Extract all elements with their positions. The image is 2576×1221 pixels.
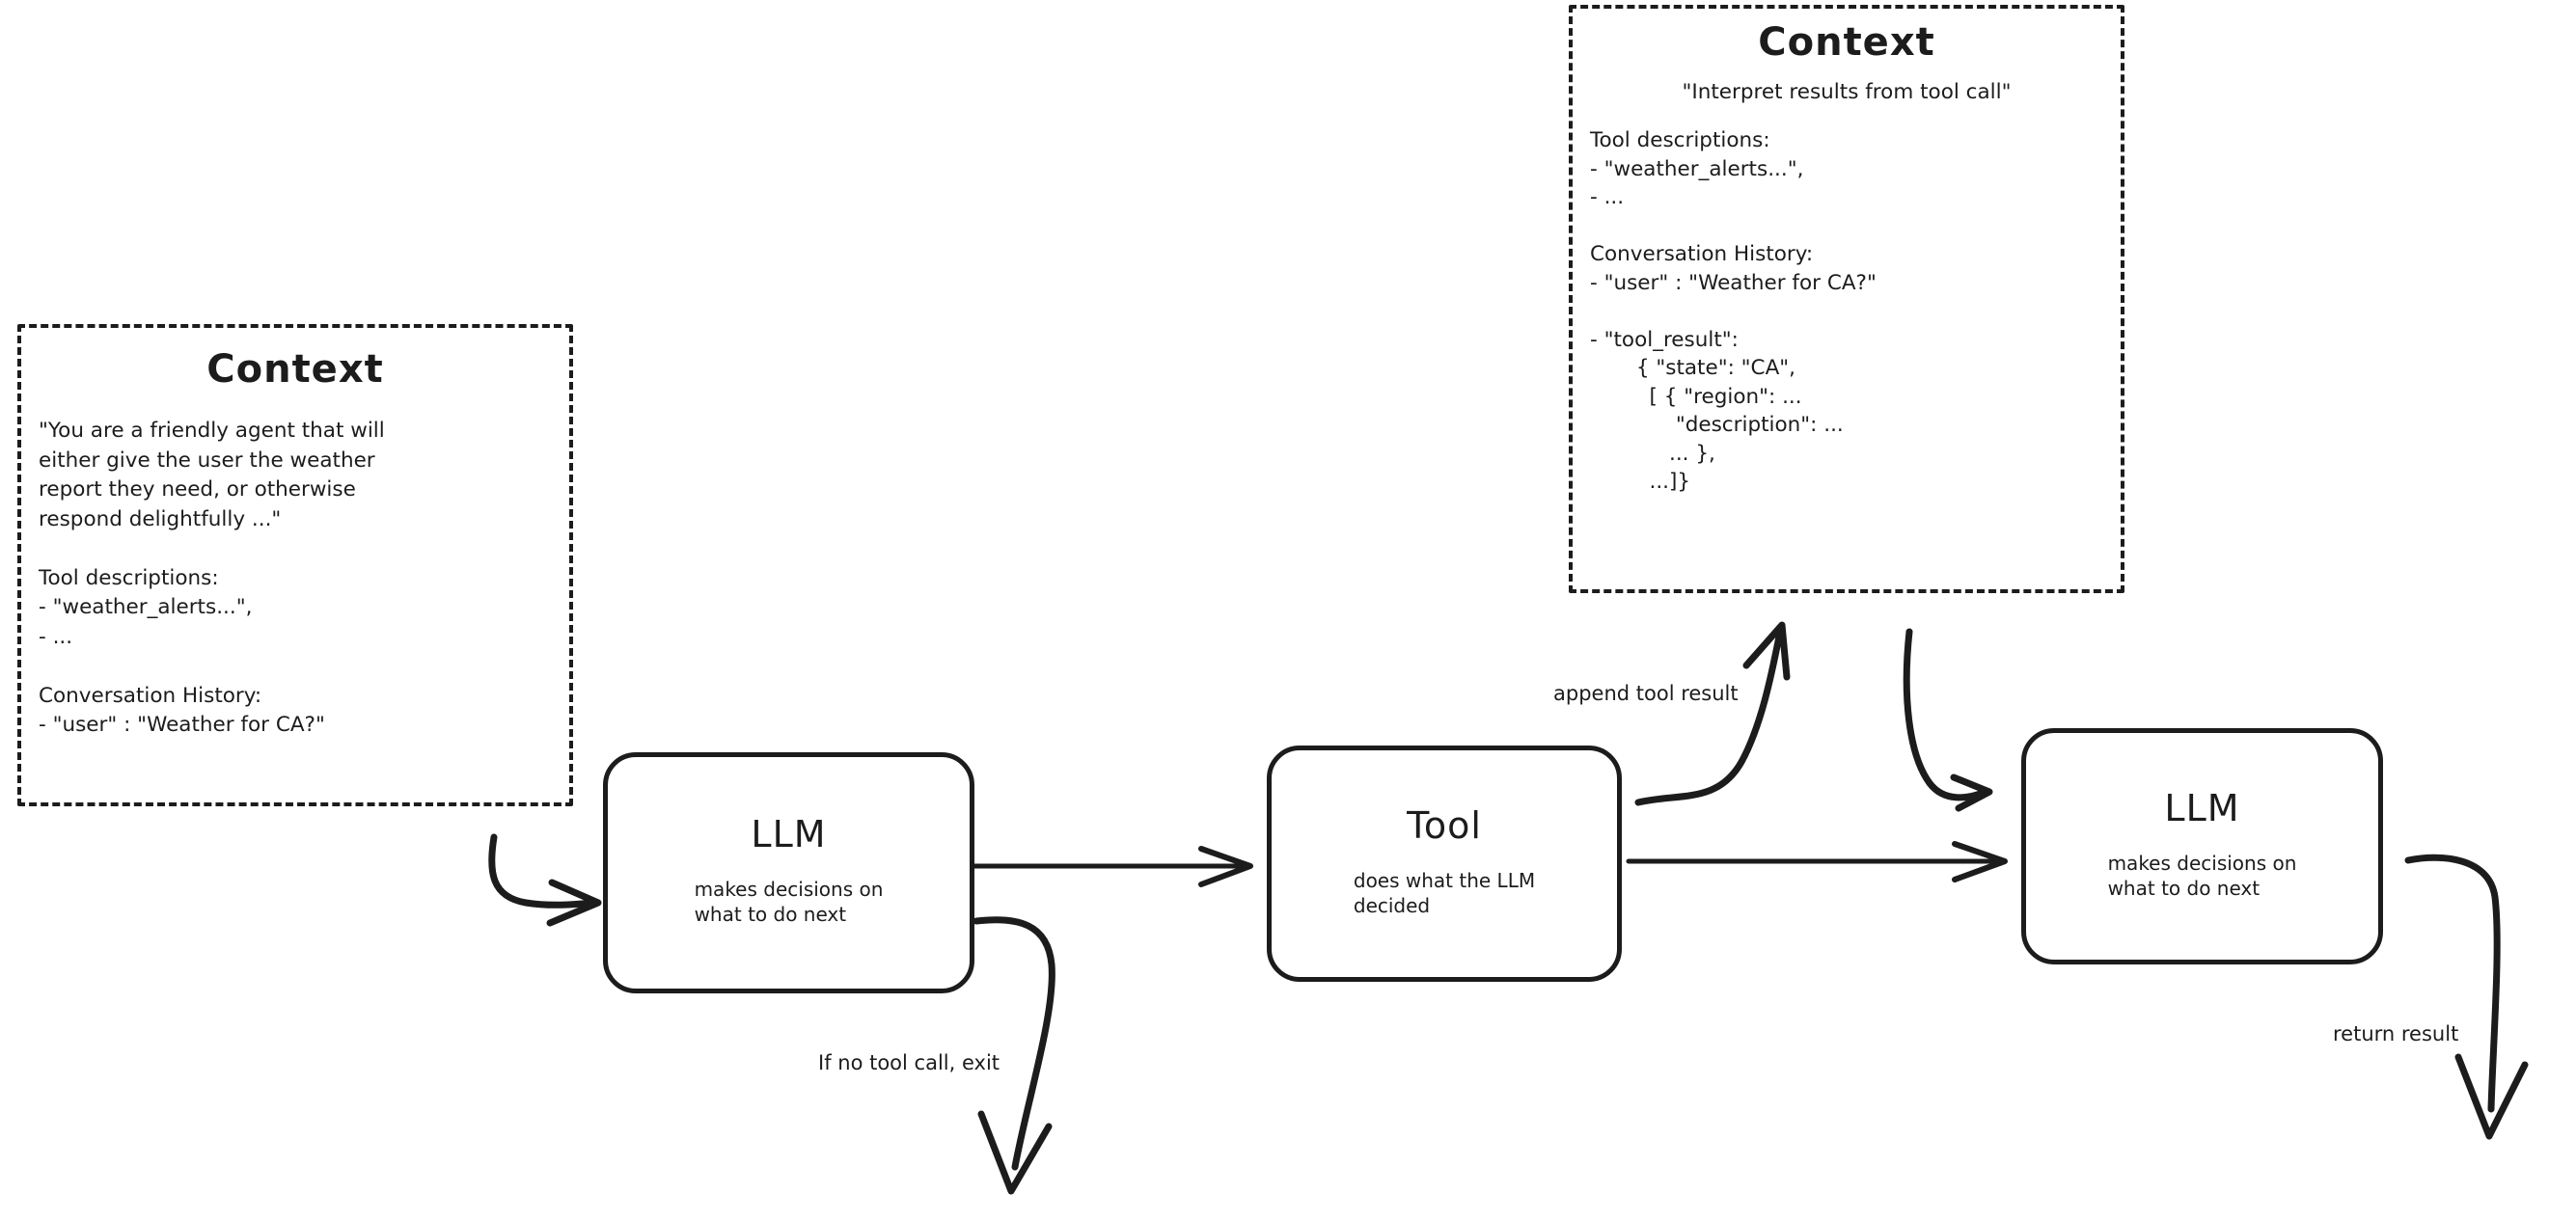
edge-llm1-to-tool	[968, 846, 1253, 887]
node-tool[interactable]: Tool does what the LLM decided	[1267, 746, 1622, 982]
edge-label-return-result: return result	[2333, 1022, 2459, 1045]
context-box-initial: Context "You are a friendly agent that w…	[17, 324, 573, 806]
node-llm-first[interactable]: LLM makes decisions on what to do next	[603, 752, 974, 993]
edge-label-if-no-tool-call-exit: If no tool call, exit	[818, 1051, 1000, 1074]
edge-label-append-tool-result: append tool result	[1553, 682, 1739, 705]
node-llm-second[interactable]: LLM makes decisions on what to do next	[2021, 728, 2383, 964]
node-tool-title: Tool	[1407, 803, 1482, 847]
context-right-subtitle: "Interpret results from tool call"	[1682, 80, 2012, 104]
edge-llm2-return	[2404, 854, 2529, 1140]
context-left-body: "You are a friendly agent that will eith…	[39, 419, 385, 737]
node-tool-subtitle: does what the LLM decided	[1353, 868, 1536, 917]
edge-tool-to-llm2	[1626, 841, 2008, 882]
context-right-body: Tool descriptions: - "weather_alerts..."…	[1590, 128, 1877, 494]
edge-tool-to-context	[1634, 621, 1791, 806]
node-llm-second-title: LLM	[2164, 786, 2240, 829]
node-llm-second-subtitle: makes decisions on what to do next	[2107, 851, 2297, 900]
context-right-title: Context	[1758, 20, 1935, 65]
context-box-after-tool: Context "Interpret results from tool cal…	[1569, 5, 2124, 593]
node-llm-first-subtitle: makes decisions on what to do next	[694, 878, 884, 926]
node-llm-first-title: LLM	[751, 813, 827, 855]
edge-context-to-llm2	[1903, 628, 1993, 812]
edge-context-to-llm1	[488, 833, 602, 927]
context-left-title: Context	[206, 347, 384, 392]
